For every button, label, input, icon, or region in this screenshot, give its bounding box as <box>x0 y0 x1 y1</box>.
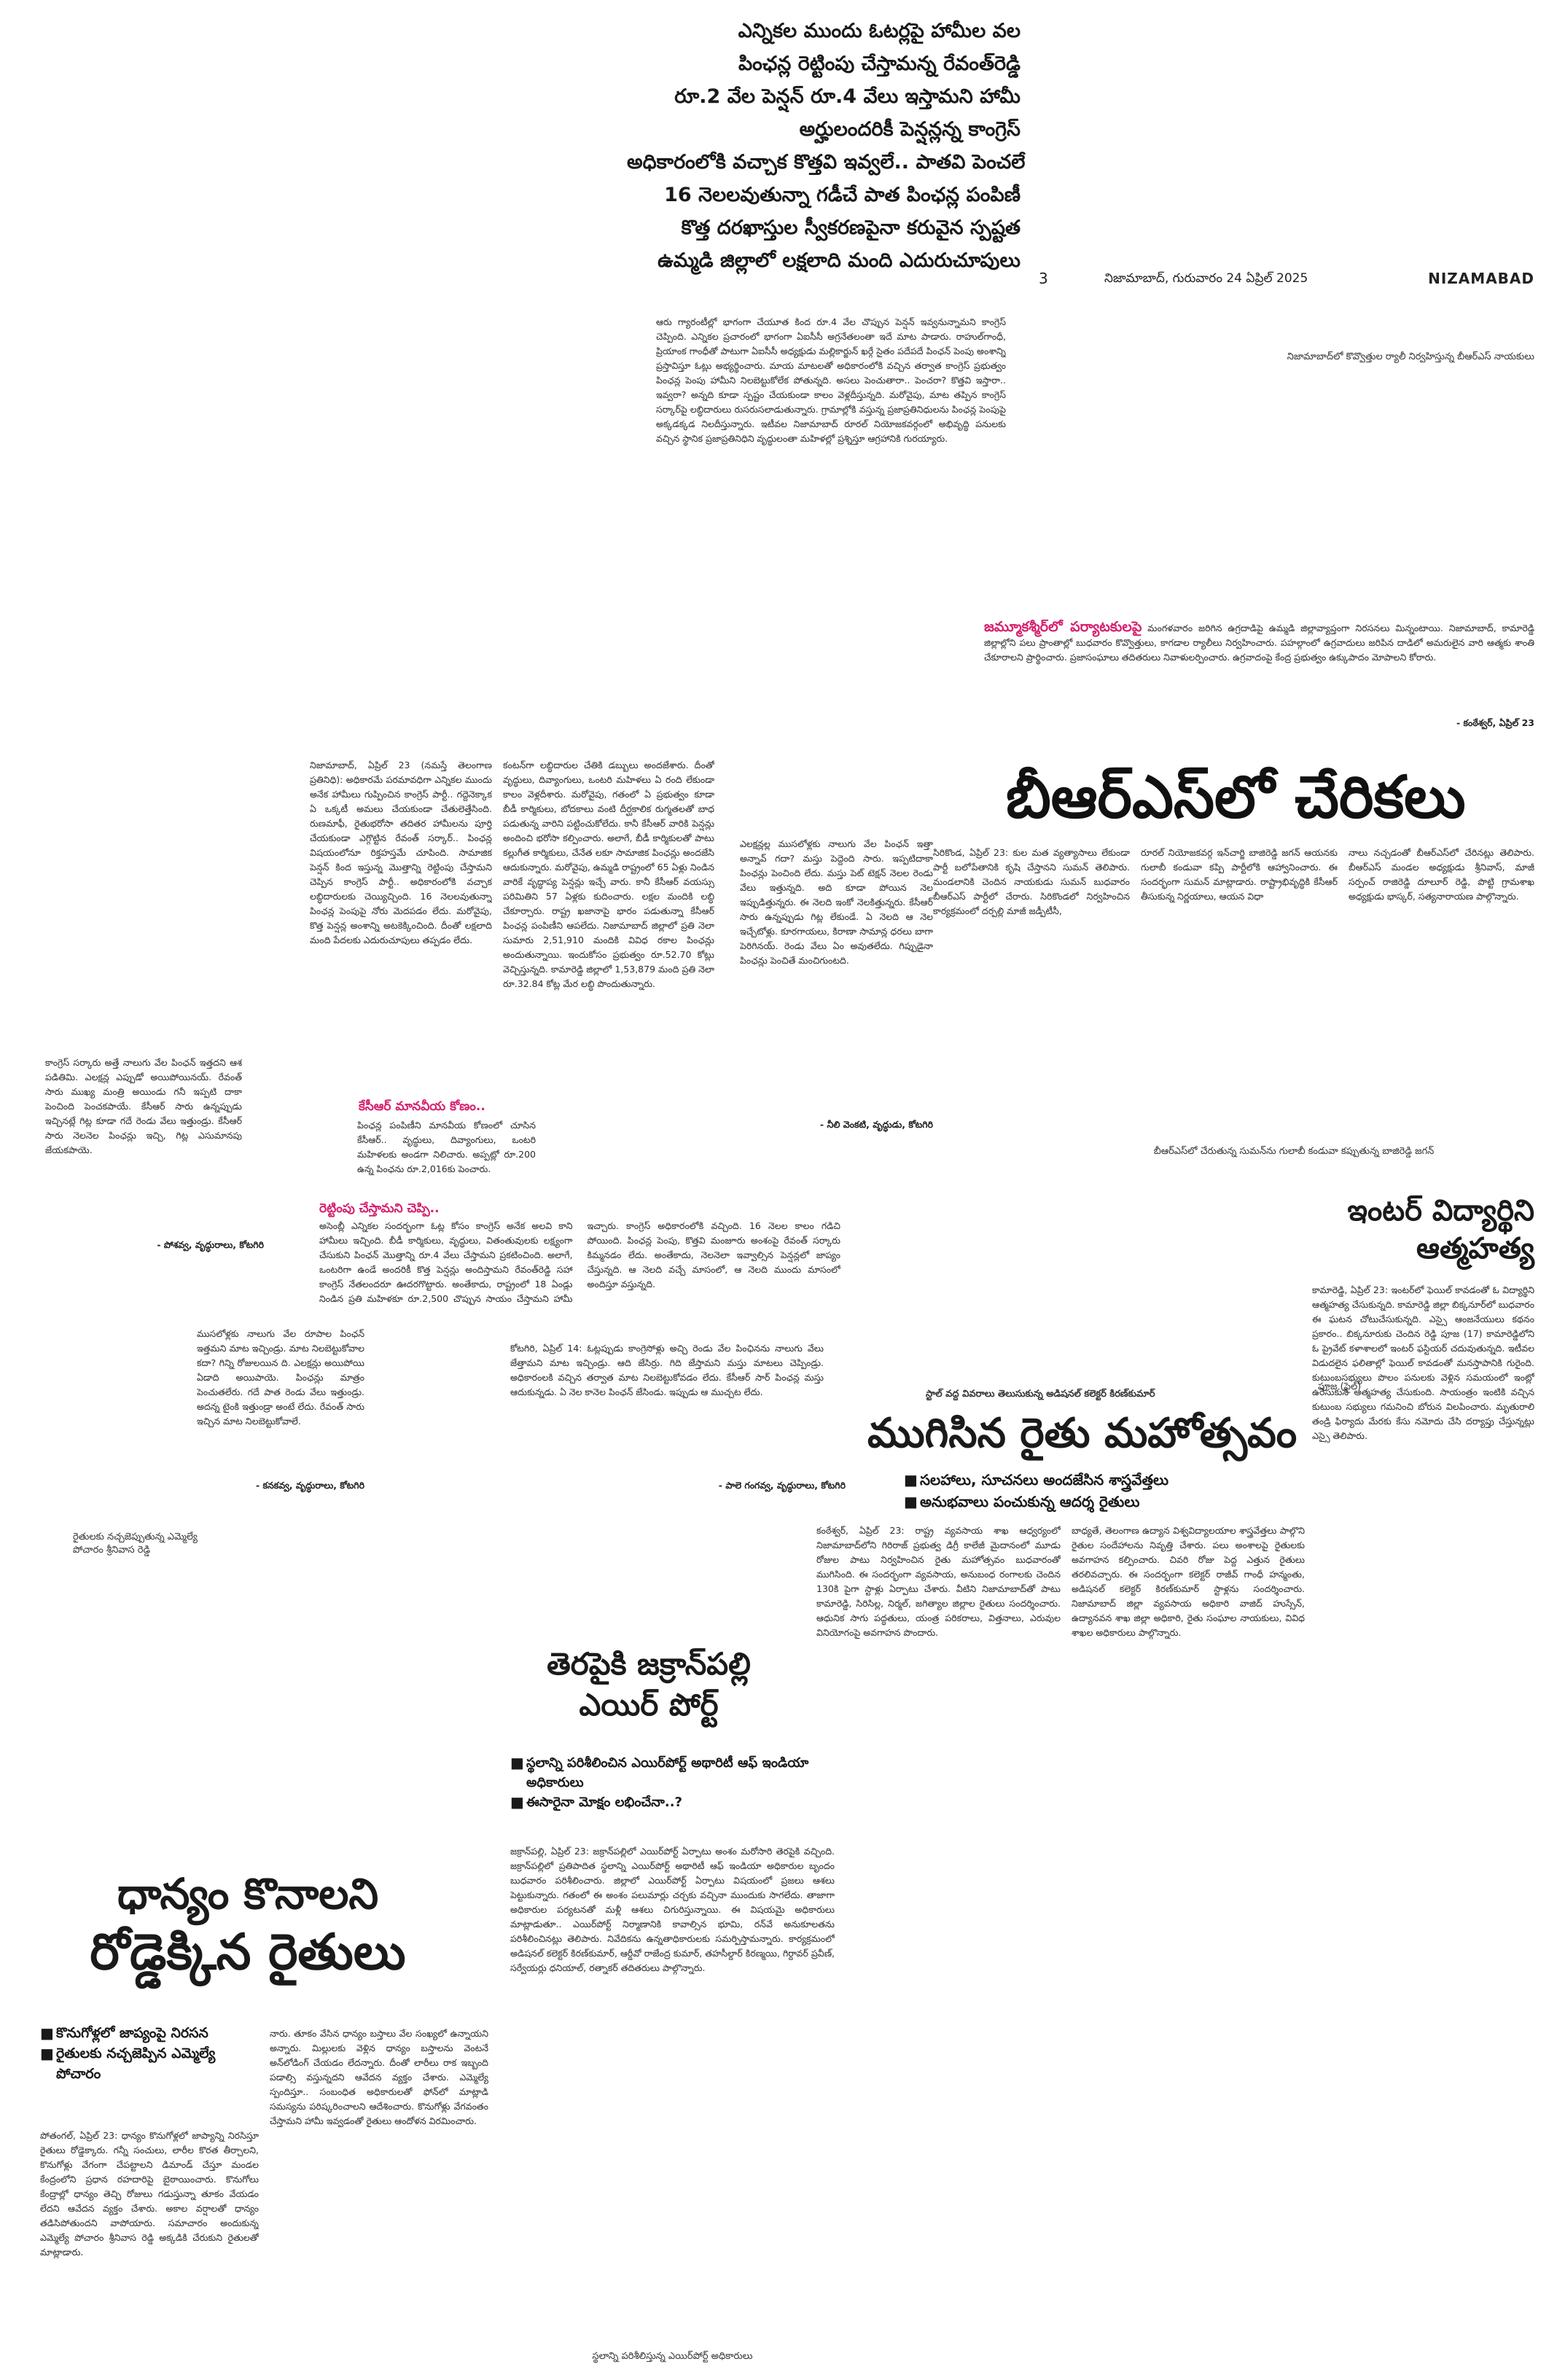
airport-bullet: ఈసారైనా మోక్షం లభించేనా..? <box>510 1792 816 1812</box>
page-number: 3 <box>1039 270 1048 287</box>
grain-col2: నారు. తూకం వేసిన ధాన్యం బస్తాలు వేల సంఖ్… <box>270 2028 488 2126</box>
jk-protest-text: మంగళవారం జరిగిన ఉగ్రదాడిపై ఉమ్మడి జిల్లా… <box>984 623 1534 663</box>
mahotsav-col1: కంఠేశ్వర్, ఏప్రిల్ 23: రాష్ట్ర వ్యవసాయ శ… <box>816 1525 1061 1638</box>
dateline: నిజామాబాద్, గురువారం 24 ఏప్రిల్ 2025 <box>1104 271 1308 286</box>
airport-headline: తెరపైకి జక్రాన్‌పల్లి ఎయిర్ పోర్ట్ <box>503 1644 795 1725</box>
kcr-kicker: కేసీఆర్ మానవీయ కోణం.. <box>359 1099 485 1114</box>
headline-line: ఎన్నికల ముందు ఓటర్లపై హామీల వల <box>738 20 1021 42</box>
rally-photo-caption: నిజామాబాద్‌లో కొవ్వొత్తుల ర్యాలీ నిర్వహి… <box>1287 351 1534 362</box>
top-story-col3-byline: - నీలి వెంకటి, వృద్ధుడు, కోటగిరి <box>819 1119 933 1130</box>
top-story-intro: ఆరు గ్యారంటీల్లో భాగంగా చేయూత కింద రూ.4 … <box>656 316 1006 444</box>
top-story-col3: ఎలక్షన్లల్ల ముసలోళ్లకు నాలుగు వేల పింఛన్… <box>740 838 933 966</box>
mahotsav-headline: ముగిసిన రైతు మహోత్సవం <box>867 1410 1298 1457</box>
mahotsav-bullet: అనుభవాలు పంచుకున్న ఆదర్శ రైతులు <box>904 1491 1298 1513</box>
airport-headline-line1: తెరపైకి జక్రాన్‌పల్లి <box>547 1646 751 1682</box>
brs-col2: రూరల్ నియోజకవర్గ ఇన్‌చార్జి బాజిరెడ్డి జ… <box>1141 847 1338 902</box>
headline-line: ఉమ్మడి జిల్లాలో లక్షలాది మంది ఎదురుచూపుల… <box>657 249 1021 272</box>
quote-mid: ముసలోళ్లకు నాలుగు వేల రూపాల పింఛన్ ఇత్తమ… <box>197 1328 364 1427</box>
top-story-col1b: పింఛన్ల పంపిణీని మానవీయ కోణంలో చూసిన కేస… <box>357 1120 536 1174</box>
grain-bullet: కొనుగోళ్లలో జాప్యంపై నిరసన <box>40 2023 251 2043</box>
masthead: 3 నిజామాబాద్, గురువారం 24 ఏప్రిల్ 2025 N… <box>1031 270 1534 294</box>
jk-protest-kicker: జమ్మూకశ్మీర్‌లో పర్యాటకులపై <box>984 620 1142 635</box>
grain-bullets: కొనుగోళ్లలో జాప్యంపై నిరసన రైతులకు నచ్చజ… <box>40 2023 251 2084</box>
double-promise-kicker: రెట్టింపు చేస్తామని చెప్పి.. <box>319 1201 440 1216</box>
top-story-headline: ఎన్నికల ముందు ఓటర్లపై హామీల వల పింఛన్ల ర… <box>627 15 1026 277</box>
grain-bullet: రైతులకు నచ్చజెప్పిన ఎమ్మెల్యే పోచారం <box>40 2043 251 2084</box>
edition-label: NIZAMABAD <box>1428 270 1534 287</box>
student-headline-line1: ఇంటర్ విద్యార్థిని <box>1347 1194 1534 1228</box>
headline-line: అధికారంలోకి వచ్చాక కొత్తవి ఇవ్వలే.. పాతవ… <box>627 151 1026 173</box>
mahotsav-bullet: సలహాలు, సూచనలు అందజేసిన శాస్త్రవేత్తలు <box>904 1469 1298 1491</box>
headline-line: అర్హులందరికీ పెన్షన్లన్న కాంగ్రెస్ <box>799 118 1021 141</box>
brs-join-photo-caption: బీఆర్‌ఎస్‌లో చేరుతున్న సుమన్‌ను గులాబీ క… <box>1153 1146 1435 1157</box>
grain-col1: పోతంగల్, ఏప్రిల్ 23: ధాన్యం కొనుగోళ్లలో … <box>40 2130 259 2258</box>
grain-headline-line1: ధాన్యం కొనాలని <box>117 1869 379 1919</box>
quote-left: కాంగ్రెస్ సర్కారు అత్తే నాలుగు వేల పింఛన… <box>45 1057 242 1155</box>
student-story-text: కామారెడ్డి, ఏప్రిల్ 23: ఇంటర్‌లో ఫెయిల్ … <box>1312 1284 1534 1441</box>
student-photo-caption: పూజ (ఫైల్) <box>1318 1381 1362 1392</box>
airport-headline-line2: ఎయిర్ పోర్ట్ <box>579 1687 719 1722</box>
jk-protest-block: జమ్మూకశ్మీర్‌లో పర్యాటకులపై మంగళవారం జరి… <box>984 620 1534 731</box>
headline-line: రూ.2 వేల పెన్షన్ రూ.4 వేలు ఇస్తామని హామీ <box>674 85 1021 108</box>
quote-mid-byline: - కనకవ్వ, వృద్ధురాలు, కోటగిరి <box>255 1480 364 1491</box>
top-story-wide-col: అసెంబ్లీ ఎన్నికల సందర్భంగా ఓట్ల కోసం కాం… <box>319 1220 840 1304</box>
farmer-photo-caption: రైతులకు నచ్చజెప్పుతున్న ఎమ్మెల్యే పోచారం… <box>73 1532 198 1556</box>
grain-headline-line2: రోడ్డెక్కిన రైతులు <box>90 1924 406 1981</box>
jk-protest-byline: - కంఠేశ్వర్, ఏప్రిల్ 23 <box>1456 717 1534 728</box>
brs-headline: బీఆర్‌ఎస్‌లో చేరికలు <box>1006 763 1466 831</box>
airport-bullets: స్థలాన్ని పరిశీలించిన ఎయిర్‌పోర్ట్ అథారి… <box>510 1753 816 1812</box>
mahotsav-photo-caption: స్టాల్ వద్ద వివరాలు తెలుసుకున్న అడిషనల్ … <box>926 1389 1155 1400</box>
headline-line: కొత్త దరఖాస్తుల స్వీకరణపైనా కరువైన స్పష్… <box>681 216 1021 239</box>
airport-photo-caption: స్థలాన్ని పరిశీలిస్తున్న ఎయిర్‌పోర్ట్ అధ… <box>592 2351 753 2362</box>
mahotsav-col2: బాధ్యతే, తెలంగాణ ఉద్యాన విశ్వవిద్యాలయాల … <box>1072 1525 1305 1638</box>
airport-bullet: స్థలాన్ని పరిశీలించిన ఎయిర్‌పోర్ట్ అథారి… <box>510 1753 816 1792</box>
brs-col1: సిరికొండ, ఏప్రిల్ 23: కుల మత వ్యత్యాసాలు… <box>933 847 1130 916</box>
student-headline: ఇంటర్ విద్యార్థిని ఆత్మహత్య <box>1276 1192 1534 1268</box>
top-story-col1: నిజామాబాద్, ఏప్రిల్ 23 (నమస్తే తెలంగాణ ప… <box>310 760 492 945</box>
student-headline-line2: ఆత్మహత్య <box>1416 1232 1534 1265</box>
airport-text: జక్రాన్‌పల్లి, ఏప్రిల్ 23: జక్రాన్‌పల్లి… <box>510 1846 835 1973</box>
grain-headline: ధాన్యం కొనాలని రోడ్డెక్కిన రైతులు <box>29 1866 467 1984</box>
quote-left-byline: - పోశవ్వ, వృద్ధురాలు, కోటగిరి <box>157 1239 264 1250</box>
top-story-col2: కంటన్‌గా లబ్ధిదారుల చేతికి డబ్బులు అందజే… <box>503 760 714 989</box>
quote-right: కోటగిరి, ఏప్రిల్ 14: ఓట్లప్పుడు కాంగ్రెస… <box>510 1343 824 1397</box>
quote-right-byline: - పాలె గంగవ్వ, వృద్ధురాలు, కోటగిరి <box>718 1480 846 1491</box>
brs-col3: నాలు నచ్చడంతో బీఆర్‌ఎస్‌లో చేరినట్లు తెల… <box>1349 847 1534 902</box>
headline-line: 16 నెలలవుతున్నా గడీచే పాత పింఛన్ల పంపిణీ <box>664 184 1021 206</box>
mahotsav-bullets: సలహాలు, సూచనలు అందజేసిన శాస్త్రవేత్తలు అ… <box>904 1469 1298 1513</box>
headline-line: పింఛన్ల రెట్టింపు చేస్తామన్న రేవంత్‌రెడ్… <box>738 52 1021 75</box>
